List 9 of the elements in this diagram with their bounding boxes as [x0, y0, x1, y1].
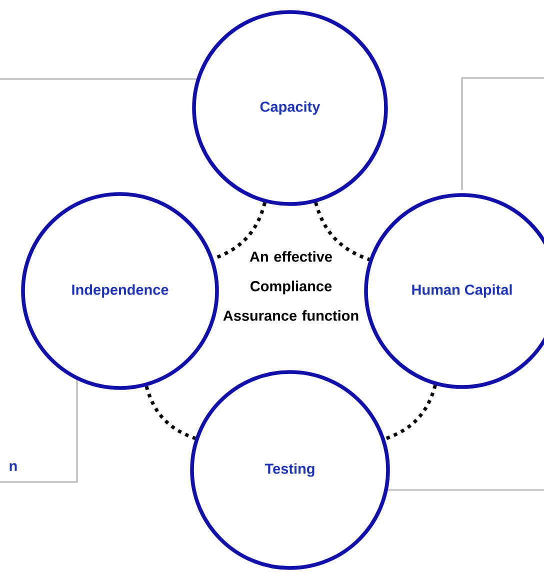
- circle-node: Capacity: [192, 10, 388, 206]
- dotted-connector: [384, 384, 437, 441]
- circle-node: Testing: [190, 370, 390, 570]
- dotted-connector: [144, 386, 196, 440]
- circle-node: Independence: [21, 192, 219, 390]
- center-text: An effective Compliance Assurance function: [223, 251, 358, 321]
- node-label: Testing: [264, 463, 314, 477]
- dotted-connector: [314, 202, 370, 262]
- text-fragment: n: [10, 463, 17, 471]
